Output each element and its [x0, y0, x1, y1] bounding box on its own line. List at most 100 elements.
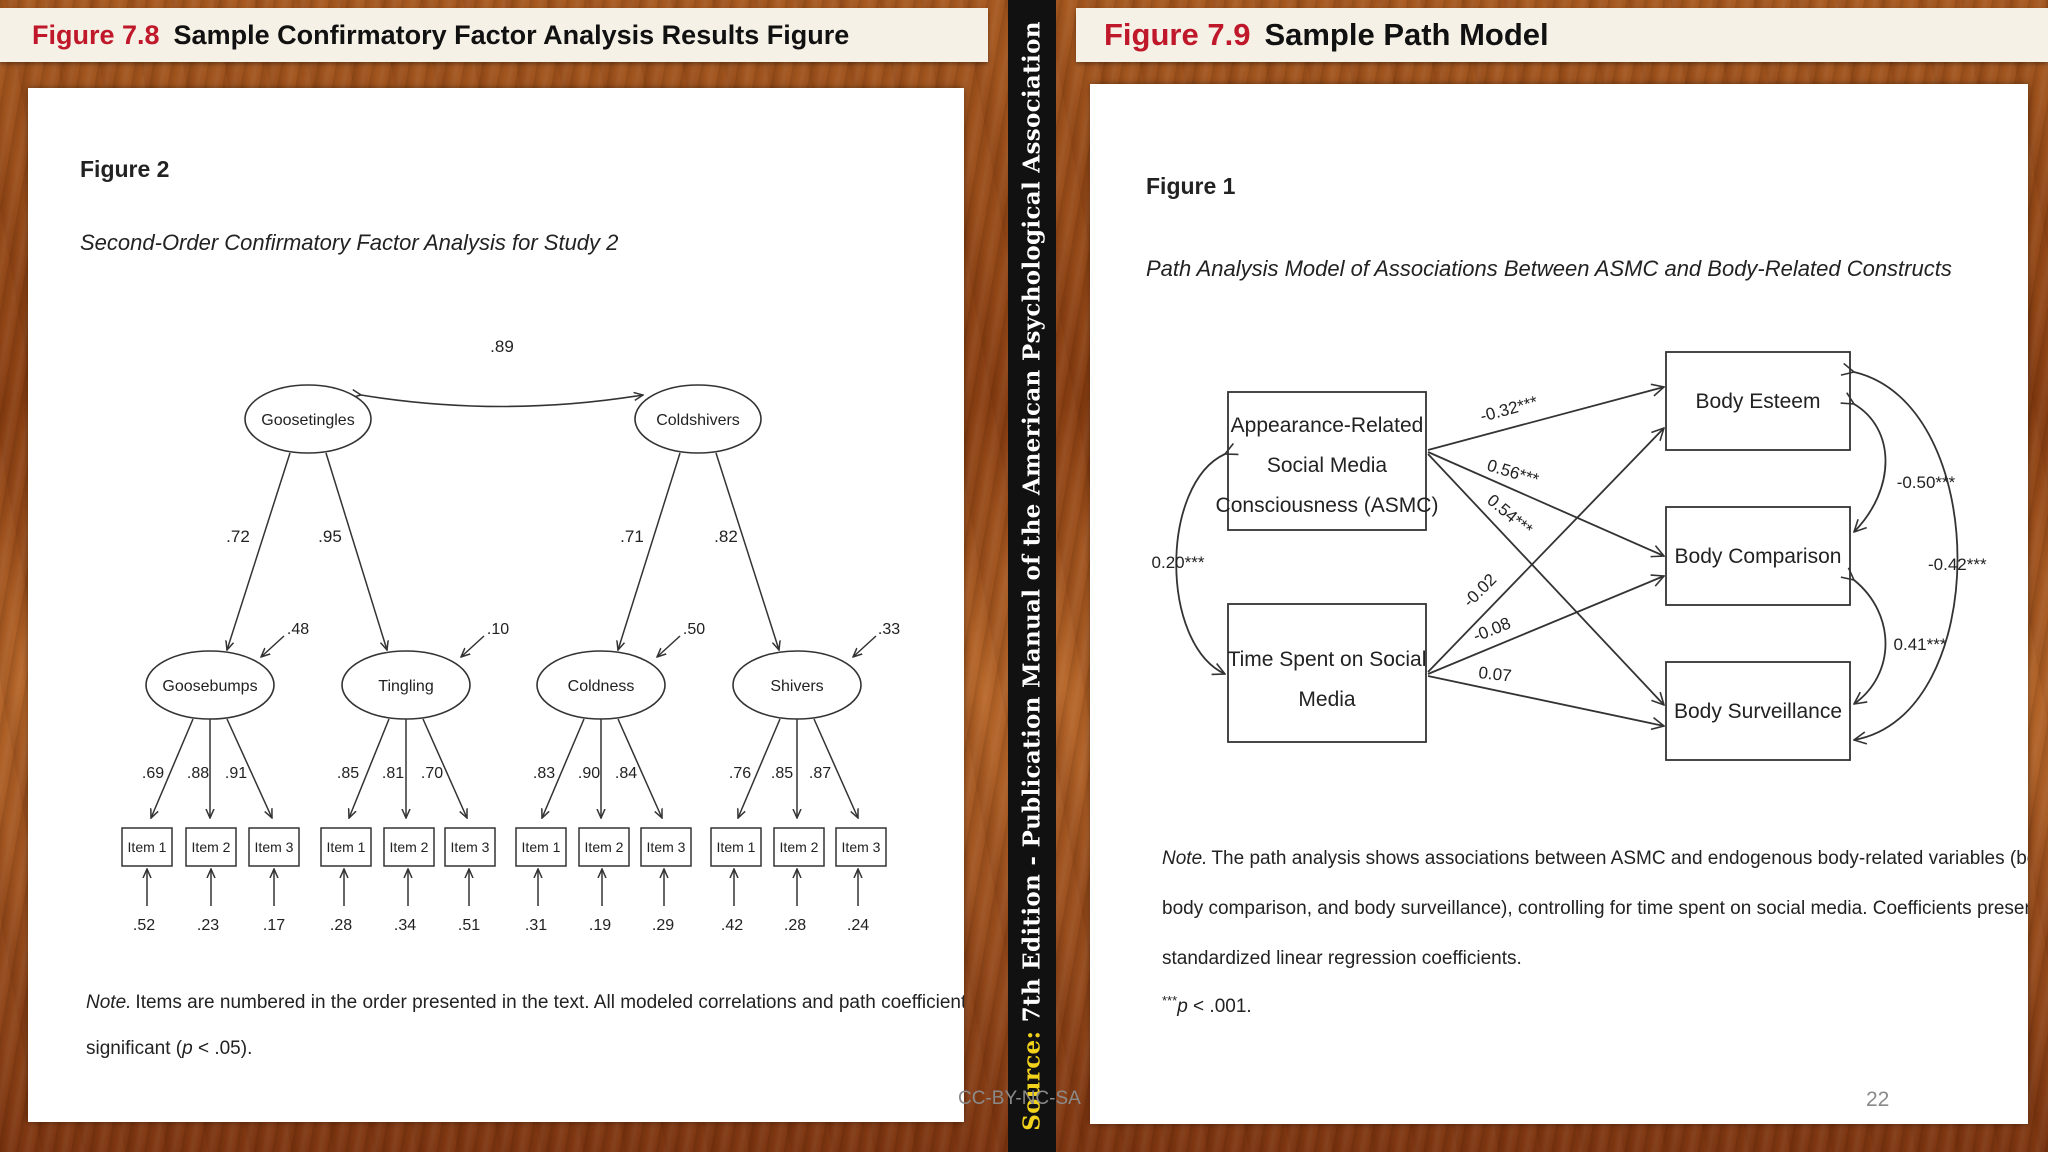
- corr-esteem-surveillance-value: -0.42***: [1928, 555, 1987, 574]
- item-loading-value: .88: [187, 765, 209, 782]
- residual-arrow: [461, 635, 485, 657]
- error-value: .51: [458, 917, 480, 934]
- outcome-label: Body Comparison: [1675, 545, 1842, 568]
- right-figure-title: Sample Path Model: [1264, 17, 1549, 52]
- item-box: [121, 827, 173, 867]
- book-spine: [1008, 0, 1056, 1152]
- corr-comparison-surveillance-value: 0.41***: [1894, 635, 1947, 654]
- path-note-line1: Note.The path analysis shows association…: [1162, 848, 2028, 869]
- path-time-esteem: [1427, 428, 1664, 673]
- path-sig-note: ***p < .001.: [1162, 993, 1252, 1017]
- cfa-note-label: Note.: [86, 992, 131, 1013]
- item-box: [248, 827, 300, 867]
- error-value: .17: [263, 917, 285, 934]
- factor-label: Shivers: [770, 678, 823, 695]
- cfa-note-line2-pre: significant (: [86, 1038, 183, 1059]
- loading-value: .82: [714, 527, 738, 546]
- cfa-figure-label: Figure 2: [80, 156, 169, 182]
- cfa-note-line1: Note.Items are numbered in the order pre…: [86, 992, 964, 1013]
- factor-label: Goosebumps: [162, 678, 257, 695]
- error-value: .29: [652, 917, 674, 934]
- corr-esteem-comparison-value: -0.50***: [1897, 473, 1956, 492]
- residual-value: .48: [287, 621, 309, 638]
- path-note-label: Note.: [1162, 848, 1207, 869]
- item-loading-value: .85: [337, 765, 359, 782]
- item-loading-value: .90: [578, 765, 600, 782]
- corr-esteem-comparison-arc: [1854, 404, 1887, 532]
- path-coef-asmc-esteem: -0.32***: [1478, 392, 1540, 426]
- body-comparison-box: [1665, 506, 1851, 606]
- spine-source-title: 7th Edition - Publication Manual of the …: [1018, 21, 1046, 1023]
- item-label: Item 1: [717, 839, 756, 855]
- cfa-correlation-arc: [361, 395, 643, 408]
- path-coef-asmc-comparison: 0.56***: [1485, 456, 1542, 490]
- spine-source-label: Source:: [1018, 1030, 1046, 1131]
- time-spent-label-line: Time Spent on Social: [1228, 648, 1427, 671]
- factor-goosebumps: Goosebumps .48 .69 .88 .91 Item 1 Item 2…: [121, 621, 309, 934]
- item-loading-value: .87: [809, 765, 831, 782]
- error-value: .19: [589, 917, 611, 934]
- cfa-note-line2: significant (p < .05).: [86, 1038, 252, 1059]
- path-figure-panel: Figure 1 Path Analysis Model of Associat…: [1090, 84, 2048, 1124]
- item-label: Item 3: [842, 839, 881, 855]
- cfa-note-line2-post: < .05).: [193, 1038, 253, 1059]
- predictor-correlation-value: 0.20***: [1152, 553, 1205, 572]
- item-box: [185, 827, 237, 867]
- second-order-factor-label: Coldshivers: [656, 412, 740, 429]
- item-loading-arrow: [542, 718, 585, 818]
- item-loading-arrow: [813, 718, 858, 818]
- corr-esteem-surveillance-arc: [1854, 372, 1959, 740]
- item-loading-arrow: [349, 718, 390, 818]
- loading-arrow: [227, 452, 291, 650]
- asmc-label-line: Appearance-Related: [1231, 414, 1424, 437]
- path-note-line2: body comparison, and body surveillance),…: [1162, 898, 2028, 919]
- residual-arrow: [657, 635, 681, 657]
- item-box: [773, 827, 825, 867]
- item-label: Item 2: [390, 839, 429, 855]
- path-sig-stars: ***: [1162, 993, 1177, 1008]
- item-label: Item 1: [128, 839, 167, 855]
- error-value: .28: [784, 917, 806, 934]
- path-asmc-esteem: [1427, 387, 1664, 451]
- residual-value: .50: [683, 621, 705, 638]
- loading-value: .71: [620, 527, 644, 546]
- loading-arrow: [618, 452, 681, 650]
- path-asmc-comparison: [1427, 451, 1664, 556]
- path-figure-label: Figure 1: [1146, 173, 1236, 199]
- spine-source-text: Source: 7th Edition - Publication Manual…: [1019, 21, 1046, 1131]
- outcome-label: Body Surveillance: [1674, 700, 1842, 723]
- item-box: [578, 827, 630, 867]
- right-figure-number: Figure 7.9: [1104, 17, 1251, 52]
- path-sig-p: p: [1176, 996, 1188, 1017]
- predictor-correlation-arc: [1175, 454, 1225, 674]
- item-box: [710, 827, 762, 867]
- item-loading-value: .91: [225, 765, 247, 782]
- path-note-text: The path analysis shows associations bet…: [1211, 848, 2028, 869]
- factor-label: Coldness: [568, 678, 635, 695]
- path-caption: Path Analysis Model of Associations Betw…: [1146, 256, 1952, 281]
- loading-arrow: [325, 452, 387, 650]
- cfa-diagram: Figure 2 Second-Order Confirmatory Facto…: [80, 156, 1009, 1059]
- error-value: .23: [197, 917, 219, 934]
- item-box: [515, 827, 567, 867]
- item-label: Item 1: [327, 839, 366, 855]
- item-loading-value: .69: [142, 765, 164, 782]
- factor-shivers: Shivers .33 .76 .85 .87 Item 1 Item 2 It…: [710, 621, 900, 934]
- path-coef-asmc-surveillance: 0.54***: [1483, 491, 1536, 540]
- item-label: Item 3: [647, 839, 686, 855]
- error-value: .42: [721, 917, 743, 934]
- time-spent-box: [1227, 603, 1427, 743]
- asmc-label-line: Consciousness (ASMC): [1216, 494, 1439, 517]
- left-figure-header: Figure 7.8 Sample Confirmatory Factor An…: [0, 8, 988, 62]
- item-box: [444, 827, 496, 867]
- error-value: .31: [525, 917, 547, 934]
- second-order-factor-coldshivers: [634, 384, 762, 454]
- error-value: .24: [847, 917, 869, 934]
- asmc-box: [1227, 391, 1427, 531]
- item-loading-value: .83: [533, 765, 555, 782]
- item-label: Item 1: [522, 839, 561, 855]
- cfa-note-line2-p: p: [181, 1038, 193, 1059]
- asmc-label-line: Social Media: [1267, 454, 1388, 477]
- error-value: .52: [133, 917, 155, 934]
- cfa-note-text: Items are numbered in the order presente…: [135, 992, 964, 1013]
